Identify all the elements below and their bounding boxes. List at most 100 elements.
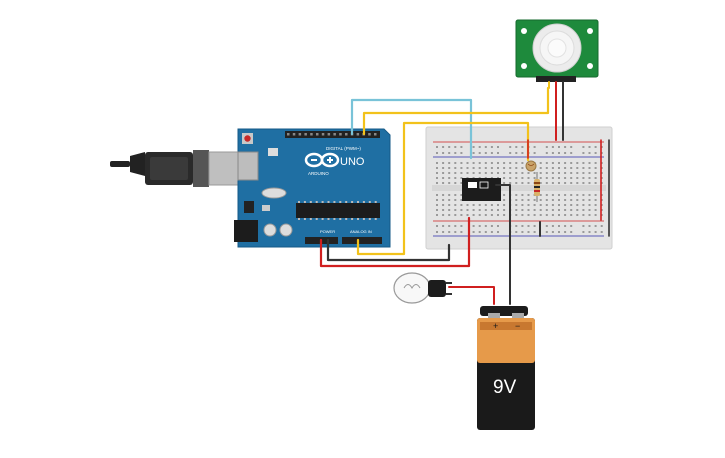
breadboard-hole	[527, 209, 530, 211]
breadboard-hole	[564, 182, 567, 184]
chip-pin	[339, 201, 342, 203]
breadboard-hole	[515, 177, 518, 179]
breadboard-hole	[484, 209, 487, 211]
battery-9v[interactable]: + − 9V	[477, 306, 535, 430]
breadboard-hole	[478, 231, 481, 233]
breadboard-hole	[454, 225, 457, 227]
breadboard-hole	[551, 152, 554, 154]
breadboard-hole	[442, 214, 445, 216]
breadboard-hole	[545, 177, 548, 179]
breadboard-hole	[558, 177, 560, 179]
breadboard-hole	[533, 172, 536, 174]
digital-header	[285, 131, 380, 138]
chip-pin	[309, 201, 312, 203]
breadboard-hole	[582, 214, 585, 216]
breadboard-hole	[503, 199, 506, 201]
breadboard-hole	[576, 172, 579, 174]
lightbulb-icon[interactable]	[393, 272, 452, 304]
header-pin	[292, 133, 296, 136]
wires	[319, 81, 610, 305]
breadboard-hole	[515, 231, 518, 233]
breadboard-hole	[582, 204, 585, 206]
chip-pin	[351, 201, 354, 203]
breadboard-hole	[442, 167, 445, 169]
usb-cable-icon	[110, 150, 240, 187]
breadboard-hole	[497, 172, 499, 174]
breadboard-hole	[594, 146, 597, 148]
breadboard-hole	[521, 214, 524, 216]
breadboard-hole	[570, 162, 573, 164]
breadboard-hole	[436, 194, 438, 196]
chip-pin	[303, 218, 306, 220]
chip-pin	[327, 201, 330, 203]
breadboard-hole	[448, 214, 451, 216]
breadboard-hole	[460, 162, 463, 164]
breadboard-hole	[448, 204, 451, 206]
breadboard-hole	[527, 177, 530, 179]
breadboard-hole	[570, 209, 573, 211]
breadboard-hole	[539, 182, 542, 184]
breadboard-hole	[533, 214, 536, 216]
wire-yellow-digital	[362, 86, 550, 136]
relay-icon[interactable]	[462, 178, 501, 201]
breadboard-hole	[509, 182, 512, 184]
breadboard-hole	[478, 167, 481, 169]
uno-label: UNO	[340, 156, 365, 168]
chip-pin	[362, 218, 365, 220]
breadboard-hole	[551, 204, 554, 206]
breadboard-hole	[478, 146, 481, 148]
breadboard-hole	[436, 204, 438, 206]
breadboard-hole	[551, 225, 554, 227]
breadboard-hole	[545, 146, 548, 148]
breadboard-hole	[484, 172, 487, 174]
breadboard-hole	[478, 204, 481, 206]
breadboard-hole	[551, 199, 554, 201]
breadboard-hole	[472, 231, 475, 233]
header-pin	[298, 133, 302, 136]
breadboard-hole	[539, 199, 542, 201]
brand-label: ARDUINO	[308, 171, 329, 176]
breadboard-hole	[497, 152, 499, 154]
breadboard-hole	[521, 162, 524, 164]
breadboard-hole	[448, 199, 451, 201]
breadboard-hole	[490, 214, 493, 216]
breadboard-hole	[521, 204, 524, 206]
breadboard-hole	[448, 167, 451, 169]
breadboard-hole	[545, 209, 548, 211]
breadboard-hole	[527, 172, 530, 174]
wire-red-5v	[319, 216, 471, 268]
breadboard-hole	[594, 199, 597, 201]
breadboard-hole	[551, 146, 554, 148]
breadboard-hole	[588, 225, 591, 227]
breadboard-hole	[558, 204, 560, 206]
header-pin	[304, 133, 307, 136]
breadboard-hole	[460, 199, 463, 201]
pir-sensor-icon[interactable]	[515, 19, 599, 82]
resistor-icon[interactable]	[534, 172, 540, 202]
breadboard-hole	[545, 162, 548, 164]
breadboard-hole	[442, 231, 445, 233]
chip-pin	[357, 201, 359, 203]
header-pin	[287, 133, 290, 136]
battery-label: 9V	[493, 377, 517, 398]
breadboard-hole	[503, 209, 506, 211]
arduino-board[interactable]: UNO ARDUINO DIGITAL (PWM~) POWER ANALOG …	[234, 128, 391, 248]
breadboard-hole	[570, 194, 573, 196]
breadboard-hole	[497, 162, 499, 164]
breadboard-hole	[460, 146, 463, 148]
breadboard-hole	[570, 146, 573, 148]
breadboard-hole	[484, 225, 487, 227]
breadboard[interactable]	[425, 126, 613, 250]
breadboard-hole	[564, 152, 567, 154]
breadboard-hole	[582, 182, 585, 184]
photoresistor-icon[interactable]	[525, 160, 537, 172]
breadboard-hole	[527, 199, 530, 201]
breadboard-hole	[454, 199, 457, 201]
breadboard-hole	[460, 231, 463, 233]
breadboard-hole	[600, 231, 603, 233]
breadboard-hole	[478, 152, 481, 154]
breadboard-hole	[515, 199, 518, 201]
breadboard-hole	[576, 209, 579, 211]
breadboard-hole	[436, 172, 438, 174]
breadboard-hole	[436, 199, 438, 201]
